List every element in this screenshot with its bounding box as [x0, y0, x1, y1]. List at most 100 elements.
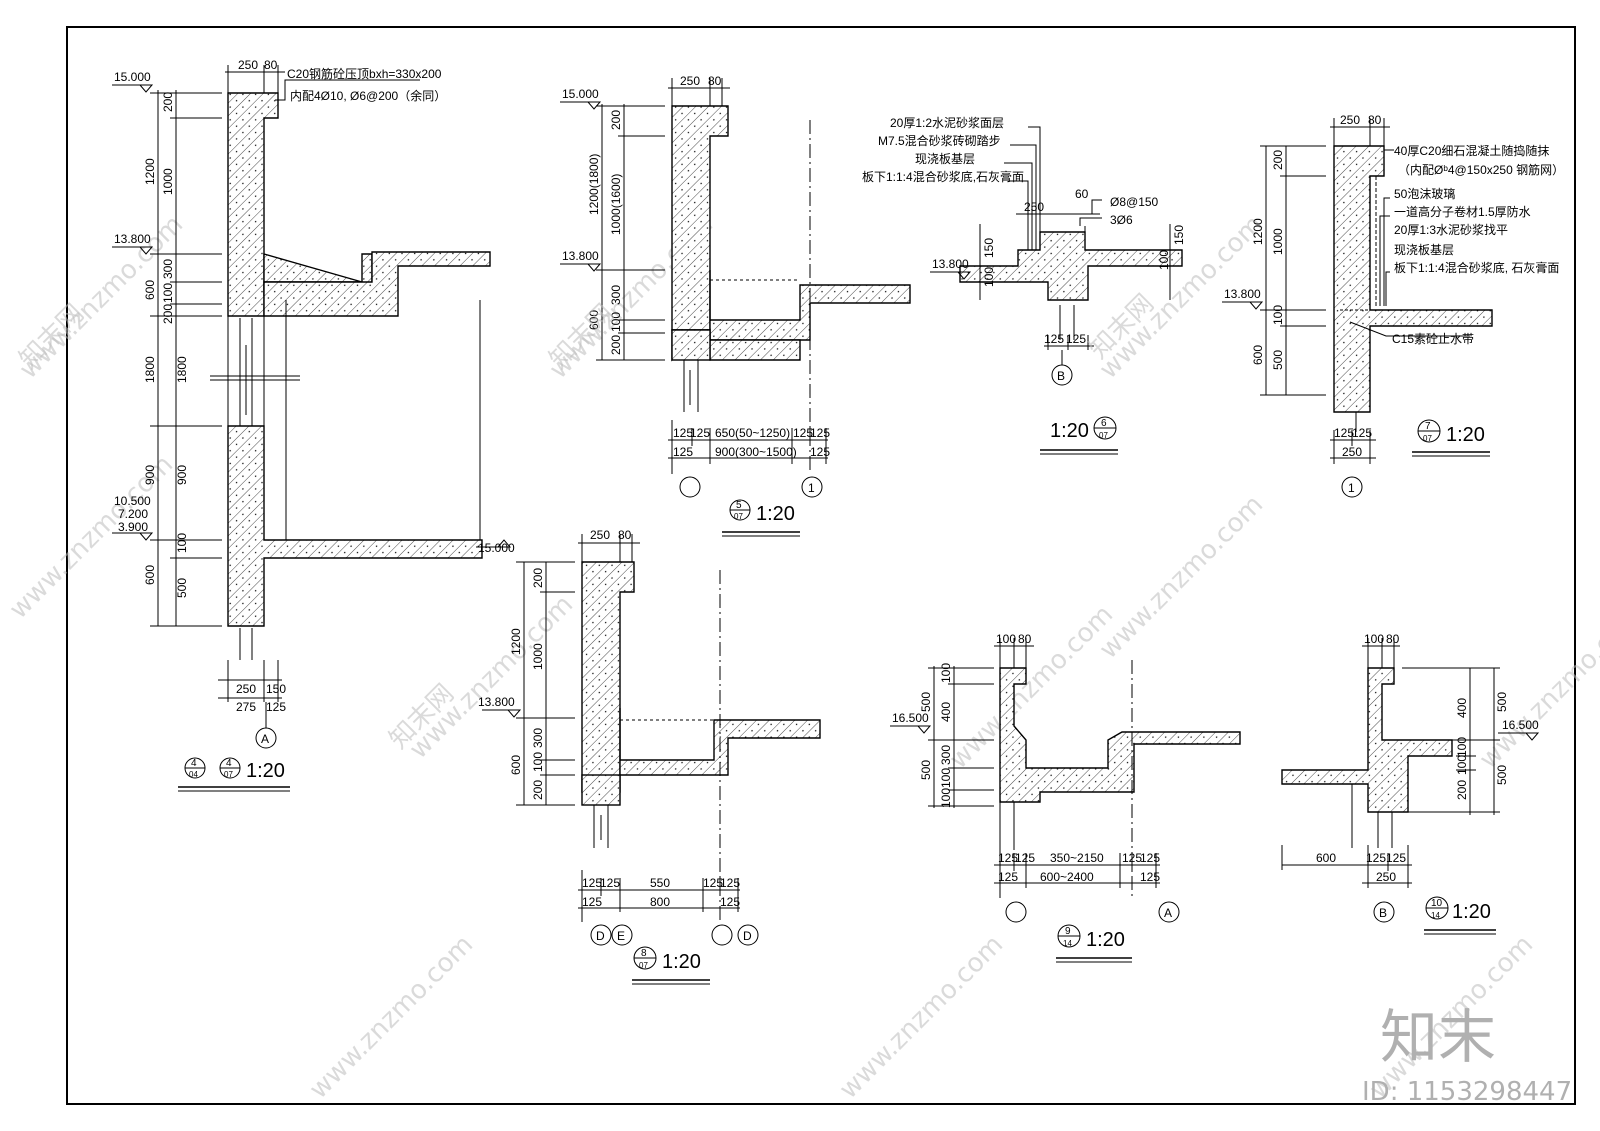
axis-bubble — [737, 924, 759, 946]
detail-5: 250 80 15.000 13.800 1200(1800) 600 200 … — [560, 74, 911, 537]
axis-bubble — [679, 476, 701, 498]
detail-4-elev: 15.000 — [114, 70, 151, 84]
detail-8-dim-bottom: 125 — [582, 876, 602, 890]
detail-5-dim-top: 80 — [708, 74, 722, 88]
detail-7-note: 现浇板基层 — [1394, 243, 1454, 257]
watermark-id: ID: 1153298447 — [1362, 1077, 1572, 1107]
parapet-canopy-section — [1281, 667, 1453, 813]
detail-8-dim-bottom: 550 — [650, 876, 670, 890]
detail-10-dim-bottom: 125 — [1386, 851, 1406, 865]
detail-9-title-num: 9 — [1065, 926, 1071, 937]
detail-5-dim-inner: 200 — [609, 335, 623, 355]
watermark-logo: 知末 — [1380, 1003, 1496, 1071]
detail-7-dim-top: 80 — [1368, 113, 1382, 127]
detail-6-dim-bottom: 125 — [1044, 332, 1064, 346]
detail-7-axis: 1 — [1348, 481, 1355, 495]
detail-4-dim-inner: 200 — [161, 304, 175, 324]
axis-bubble — [1005, 901, 1027, 923]
detail-8-dim-top: 250 — [590, 528, 610, 542]
detail-6-dim-right: 150 — [1172, 225, 1186, 245]
detail-5-dim-top: 250 — [680, 74, 700, 88]
detail-7-note: （内配Øᵇ4@150x250 钢筋网） — [1398, 162, 1564, 177]
detail-4-note-2: 内配4Ø10, Ø6@200（余同） — [290, 88, 446, 103]
stair-slab-section — [959, 231, 1183, 301]
detail-7-dim-inner: 200 — [1271, 150, 1285, 170]
detail-9-dim-bottom: 125 — [1140, 851, 1160, 865]
detail-7-note: 50泡沫玻璃 — [1394, 187, 1455, 201]
detail-5-dim-bottom: 125 — [810, 445, 830, 459]
detail-8: 250 80 13.800 1200 600 200 1000 300 100 … — [478, 528, 821, 985]
detail-4-title-num: 4 — [191, 758, 197, 769]
detail-10-axis: B — [1379, 906, 1387, 920]
detail-4-elev: 3.900 — [118, 520, 148, 534]
detail-6-title-sub: 07 — [1099, 431, 1108, 440]
detail-8-dim-bottom: 125 — [703, 876, 723, 890]
detail-10-title-sub: 14 — [1431, 911, 1440, 920]
detail-8-dim-bottom: 125 — [600, 876, 620, 890]
detail-7-dim-inner: 100 — [1271, 305, 1285, 325]
axis-bubble — [1373, 901, 1395, 923]
detail-8-dim-bottom: 125 — [720, 876, 740, 890]
detail-5-scale: 1:20 — [756, 503, 795, 525]
detail-4-dim-inner: 100 — [161, 283, 175, 303]
detail-8-title-sub: 07 — [639, 961, 648, 970]
detail-6-title-num: 6 — [1101, 418, 1107, 429]
detail-6-dim-left: 150 — [982, 238, 996, 258]
detail-6-scale: 1:20 — [1050, 420, 1089, 442]
detail-4-dim-inner: 100 — [175, 533, 189, 553]
detail-10-dim-outer: 500 — [1495, 692, 1509, 712]
detail-5-elev: 13.800 — [562, 249, 599, 263]
detail-7-dim-outer: 600 — [1251, 345, 1265, 365]
detail-9-dim-inner: 100 — [939, 788, 953, 808]
detail-9-dim-bottom: 125 — [998, 870, 1018, 884]
detail-4-elev: 15.000 — [478, 541, 515, 555]
detail-5-dim-bottom: 125 — [673, 426, 693, 440]
detail-10-dim-bottom: 250 — [1376, 870, 1396, 884]
detail-5-dim-bottom: 900(300~1500) — [715, 445, 797, 459]
watermark-text: www.znzmo.com — [404, 590, 579, 765]
axis-bubble — [711, 924, 733, 946]
detail-8-dim-inner: 100 — [531, 752, 545, 772]
detail-10-dim-top: 80 — [1386, 632, 1400, 646]
detail-7-dim-outer: 1200 — [1251, 218, 1265, 245]
detail-6-dim-left: 100 — [982, 267, 996, 287]
detail-8-scale: 1:20 — [662, 951, 701, 973]
detail-10-dim-inner: 100 — [1455, 737, 1469, 757]
axis-bubble — [590, 924, 612, 946]
detail-6-note: 20厚1:2水泥砂浆面层 — [890, 115, 1004, 130]
detail-6-note: M7.5混合砂浆砖砌踏步 — [878, 133, 1001, 148]
detail-4-elev: 13.800 — [114, 232, 151, 246]
detail-8-dim-inner: 200 — [531, 568, 545, 588]
detail-4-dim-inner: 200 — [161, 92, 175, 112]
detail-7-waterstop: C15素砼止水带 — [1392, 332, 1474, 346]
detail-5-dim-inner: 1000(1600) — [609, 174, 623, 235]
detail-8-dim-inner: 300 — [531, 728, 545, 748]
detail-8-axis: D — [596, 929, 605, 943]
detail-4-dim-outer: 600 — [143, 280, 157, 300]
detail-8-dim-bottom: 800 — [650, 895, 670, 909]
detail-7-dim-inner: 1000 — [1271, 228, 1285, 255]
detail-8-dim-bottom: 125 — [582, 895, 602, 909]
detail-6-dim-top: 250 — [1024, 200, 1044, 214]
detail-5-dim-inner: 100 — [609, 312, 623, 332]
detail-9-dim-bottom: 350~2150 — [1050, 851, 1104, 865]
detail-4-title-sub: 04 — [189, 770, 198, 779]
detail-9-dim-bottom: 125 — [1122, 851, 1142, 865]
detail-4-dim-top: 80 — [264, 58, 278, 72]
axis-bubble — [801, 476, 823, 498]
detail-10-dim-bottom: 125 — [1366, 851, 1386, 865]
detail-10-dim-inner: 200 — [1455, 780, 1469, 800]
detail-6-rebar: 3Ø6 — [1110, 213, 1133, 227]
detail-4-title-num: 4 — [226, 758, 232, 769]
detail-8-dim-outer: 600 — [509, 755, 523, 775]
detail-9-dim-top: 80 — [1018, 632, 1032, 646]
detail-7-note: 板下1:1:4混合砂浆底, 石灰膏面 — [1394, 260, 1559, 275]
detail-7-note: 一道高分子卷材1.5厚防水 — [1394, 204, 1531, 219]
detail-7-title-num: 7 — [1425, 421, 1431, 432]
detail-10-scale: 1:20 — [1452, 901, 1491, 923]
detail-6: 20厚1:2水泥砂浆面层 M7.5混合砂浆砖砌踏步 现浇板基层 板下1:1:4混… — [862, 115, 1186, 455]
detail-9-dim-inner: 300 — [939, 745, 953, 765]
detail-10-dim-inner: 400 — [1455, 698, 1469, 718]
detail-5-dim-bottom: 125 — [690, 426, 710, 440]
